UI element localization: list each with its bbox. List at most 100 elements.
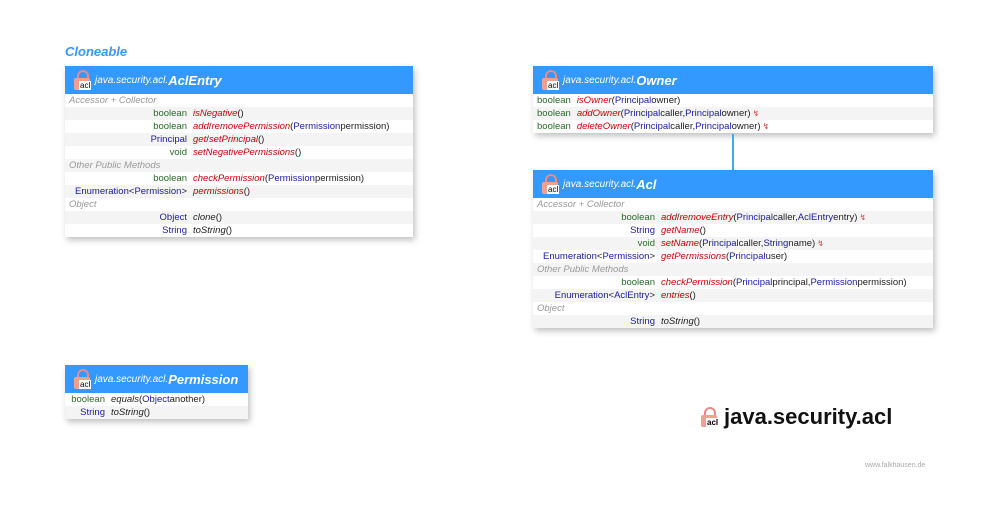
param-part: ( [699,238,703,249]
package-prefix: java.security.acl. [563,74,637,86]
type-part: < [608,290,615,301]
type-part: Enumeration [75,186,129,197]
method-name: / [208,121,212,132]
param-part: permission) [314,173,365,184]
return-type: Enumeration<Permission> [65,185,193,198]
param-part: Principal [702,238,739,249]
class-name: AclEntry [168,72,222,88]
param-part: caller, [738,238,764,249]
method-name: removeEntry [679,212,734,223]
type-part: boolean [621,212,655,223]
section-label: Object [537,303,565,314]
method-name: equals [111,394,139,405]
package-title: acl java.security.acl [700,404,892,430]
param-part: Principal [695,121,732,132]
type-part: boolean [153,173,187,184]
method-row[interactable]: Enumeration<Permission>permissions () [65,185,413,198]
lock-icon: acl [541,174,560,194]
type-part: boolean [537,108,571,119]
type-part: String [630,225,655,236]
type-part: AclEntry [614,290,650,301]
method-name: setNegativePermissions [193,147,295,158]
method-name: permissions [193,186,244,197]
section-label: Object [69,199,97,210]
return-type: boolean [533,107,577,120]
param-part: ( [733,212,737,223]
param-part: ( [725,251,730,262]
throws-icon: ↯ [752,109,760,118]
return-type: Enumeration<Permission> [533,250,661,263]
class-name: Permission [168,371,239,387]
return-type: void [533,237,661,250]
section-label: Accessor + Collector [537,199,625,210]
method-name: removePermission [211,121,291,132]
method-name: deleteOwner [576,121,631,132]
method-name: add [661,212,677,223]
param-part: permission) [340,121,390,132]
package-prefix: java.security.acl. [563,178,637,190]
param-part: Principal [736,212,773,223]
method-name: getName [661,225,700,236]
param-part: ( [620,108,624,119]
return-type: boolean [65,107,193,120]
param-part: Object [142,394,170,405]
param-part: entry) [833,212,858,223]
param-part: () [225,225,233,236]
type-part: Permission [602,251,650,262]
param-part: Principal [729,251,766,262]
method-name: setPrincipal [208,134,258,145]
param-part: owner) [731,121,761,132]
return-type: boolean [533,120,577,133]
return-type: String [65,224,193,237]
param-part: owner) [651,95,681,106]
type-part: boolean [537,121,571,132]
method-name: clone [193,212,216,223]
return-type: Enumeration<AclEntry> [533,289,661,302]
lock-icon: acl [541,70,560,90]
type-part: boolean [153,121,187,132]
type-part: Enumeration [543,251,597,262]
param-part: ( [732,277,736,288]
param-part: user) [765,251,788,262]
type-part: String [630,316,655,327]
section-label: Other Public Methods [537,264,629,275]
cloneable-label: Cloneable [65,44,128,59]
section-header: Other Public Methods [533,263,933,276]
method-name: getPermissions [661,251,726,262]
section-header: Accessor + Collector [65,94,413,107]
footer-credit[interactable]: www.falkhausen.de [865,462,926,469]
param-part: principal, [772,277,811,288]
param-part: () [257,134,265,145]
method-row[interactable]: Enumeration<AclEntry>entries () [533,289,933,302]
return-type: boolean [65,393,111,406]
type-part: void [637,238,655,249]
method-row[interactable]: Enumeration<Permission>getPermissions (P… [533,250,933,263]
param-part: permission) [857,277,907,288]
method-name: isOwner [576,95,612,106]
